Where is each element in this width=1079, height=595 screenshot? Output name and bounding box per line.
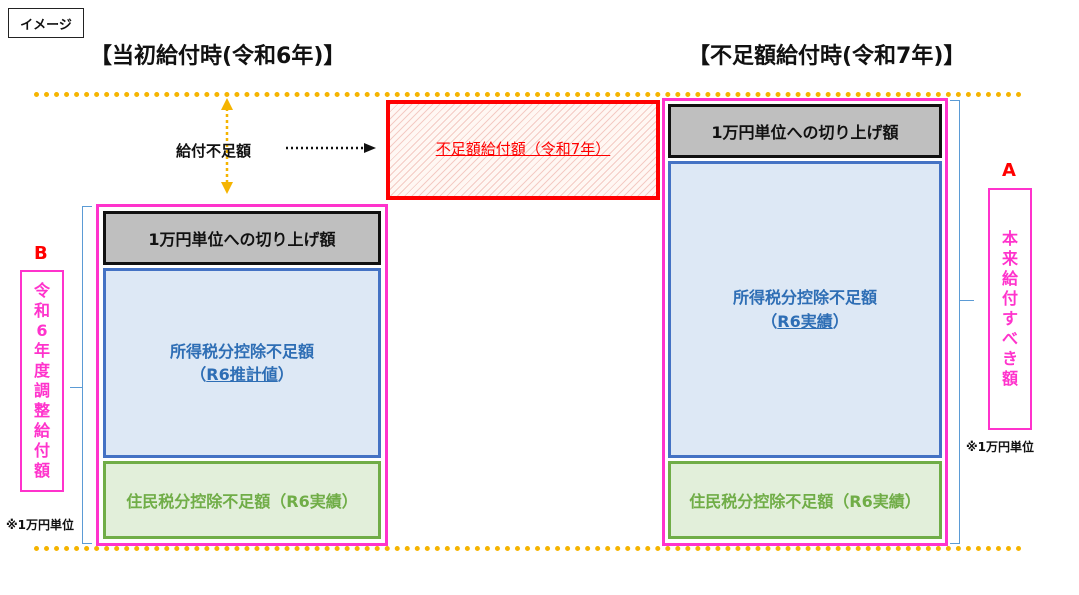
vertical-label-a-char: べ: [1001, 329, 1018, 348]
vertical-label-b-char: 度: [33, 361, 50, 380]
left-income-line1: 所得税分控除不足額: [169, 341, 314, 361]
left-income-tax-box: 所得税分控除不足額 （R6推計値）: [103, 268, 381, 458]
label-a: A: [1002, 160, 1016, 181]
left-resident-label: 住民税分控除不足額（R6実績）: [126, 492, 358, 511]
label-b: B: [34, 243, 48, 264]
right-resident-label: 住民税分控除不足額（R6実績）: [689, 492, 921, 511]
vertical-label-a-char: き: [1001, 349, 1018, 368]
left-bracket-tick: [70, 387, 82, 388]
gap-arrow: [221, 98, 233, 194]
vertical-label-a-char: す: [1001, 309, 1018, 328]
image-tag: イメージ: [8, 8, 84, 38]
vertical-label-a-char: 来: [1001, 249, 1018, 268]
right-income-actual: R6実績: [777, 311, 833, 331]
shortfall-payment-box: 不足額給付額（令和7年）: [386, 100, 660, 200]
left-income-line2: （R6推計値）: [190, 365, 294, 384]
vertical-label-a-char: 給: [1001, 269, 1018, 288]
top-dotted-line: [34, 92, 1022, 97]
vertical-label-b-char: 給: [33, 421, 50, 440]
right-unit-note: ※1万円単位: [966, 440, 1035, 454]
vertical-label-b-char: 令: [33, 281, 50, 300]
vertical-label-a-char: 本: [1001, 229, 1018, 248]
vertical-label-a-char: 額: [1001, 369, 1018, 388]
right-resident-tax-box: 住民税分控除不足額（R6実績）: [668, 461, 942, 539]
vertical-label-a-char: 付: [1001, 289, 1018, 308]
vertical-label-b-char: 調: [33, 381, 50, 400]
right-heading: 【不足額給付時(令和7年)】: [688, 44, 966, 69]
left-roundup-box: 1万円単位への切り上げ額: [103, 211, 381, 265]
vertical-label-a: 本来給付すべき額: [988, 188, 1032, 430]
right-bracket: [950, 100, 960, 544]
vertical-label-b-char: 整: [33, 401, 50, 420]
gap-pointer-arrow: [286, 143, 376, 153]
vertical-label-b-char: 和: [33, 301, 50, 320]
vertical-label-b-char: 6: [36, 321, 48, 340]
left-unit-note: ※1万円単位: [6, 518, 75, 532]
right-roundup-label: 1万円単位への切り上げ額: [711, 123, 899, 142]
left-income-estimate: R6推計値: [206, 365, 278, 384]
left-stack-frame: [96, 204, 388, 546]
left-resident-tax-box: 住民税分控除不足額（R6実績）: [103, 461, 381, 539]
right-income-line2: （R6実績）: [761, 311, 849, 331]
vertical-label-b-char: 付: [33, 441, 50, 460]
bottom-dotted-line: [34, 546, 1022, 551]
vertical-label-b-char: 年: [33, 341, 50, 360]
shortfall-payment-label: 不足額給付額（令和7年）: [435, 139, 611, 158]
left-heading: 【当初給付時(令和6年)】: [90, 44, 346, 69]
right-stack-frame: [662, 98, 948, 546]
right-income-tax-box: 所得税分控除不足額 （R6実績）: [668, 161, 942, 458]
gap-label: 給付不足額: [176, 142, 252, 160]
right-roundup-box: 1万円単位への切り上げ額: [668, 104, 942, 158]
right-income-line1: 所得税分控除不足額: [732, 288, 877, 308]
left-roundup-label: 1万円単位への切り上げ額: [148, 230, 336, 249]
left-bracket: [82, 206, 92, 544]
right-bracket-tick: [960, 300, 974, 301]
vertical-label-b-char: 額: [33, 461, 50, 480]
